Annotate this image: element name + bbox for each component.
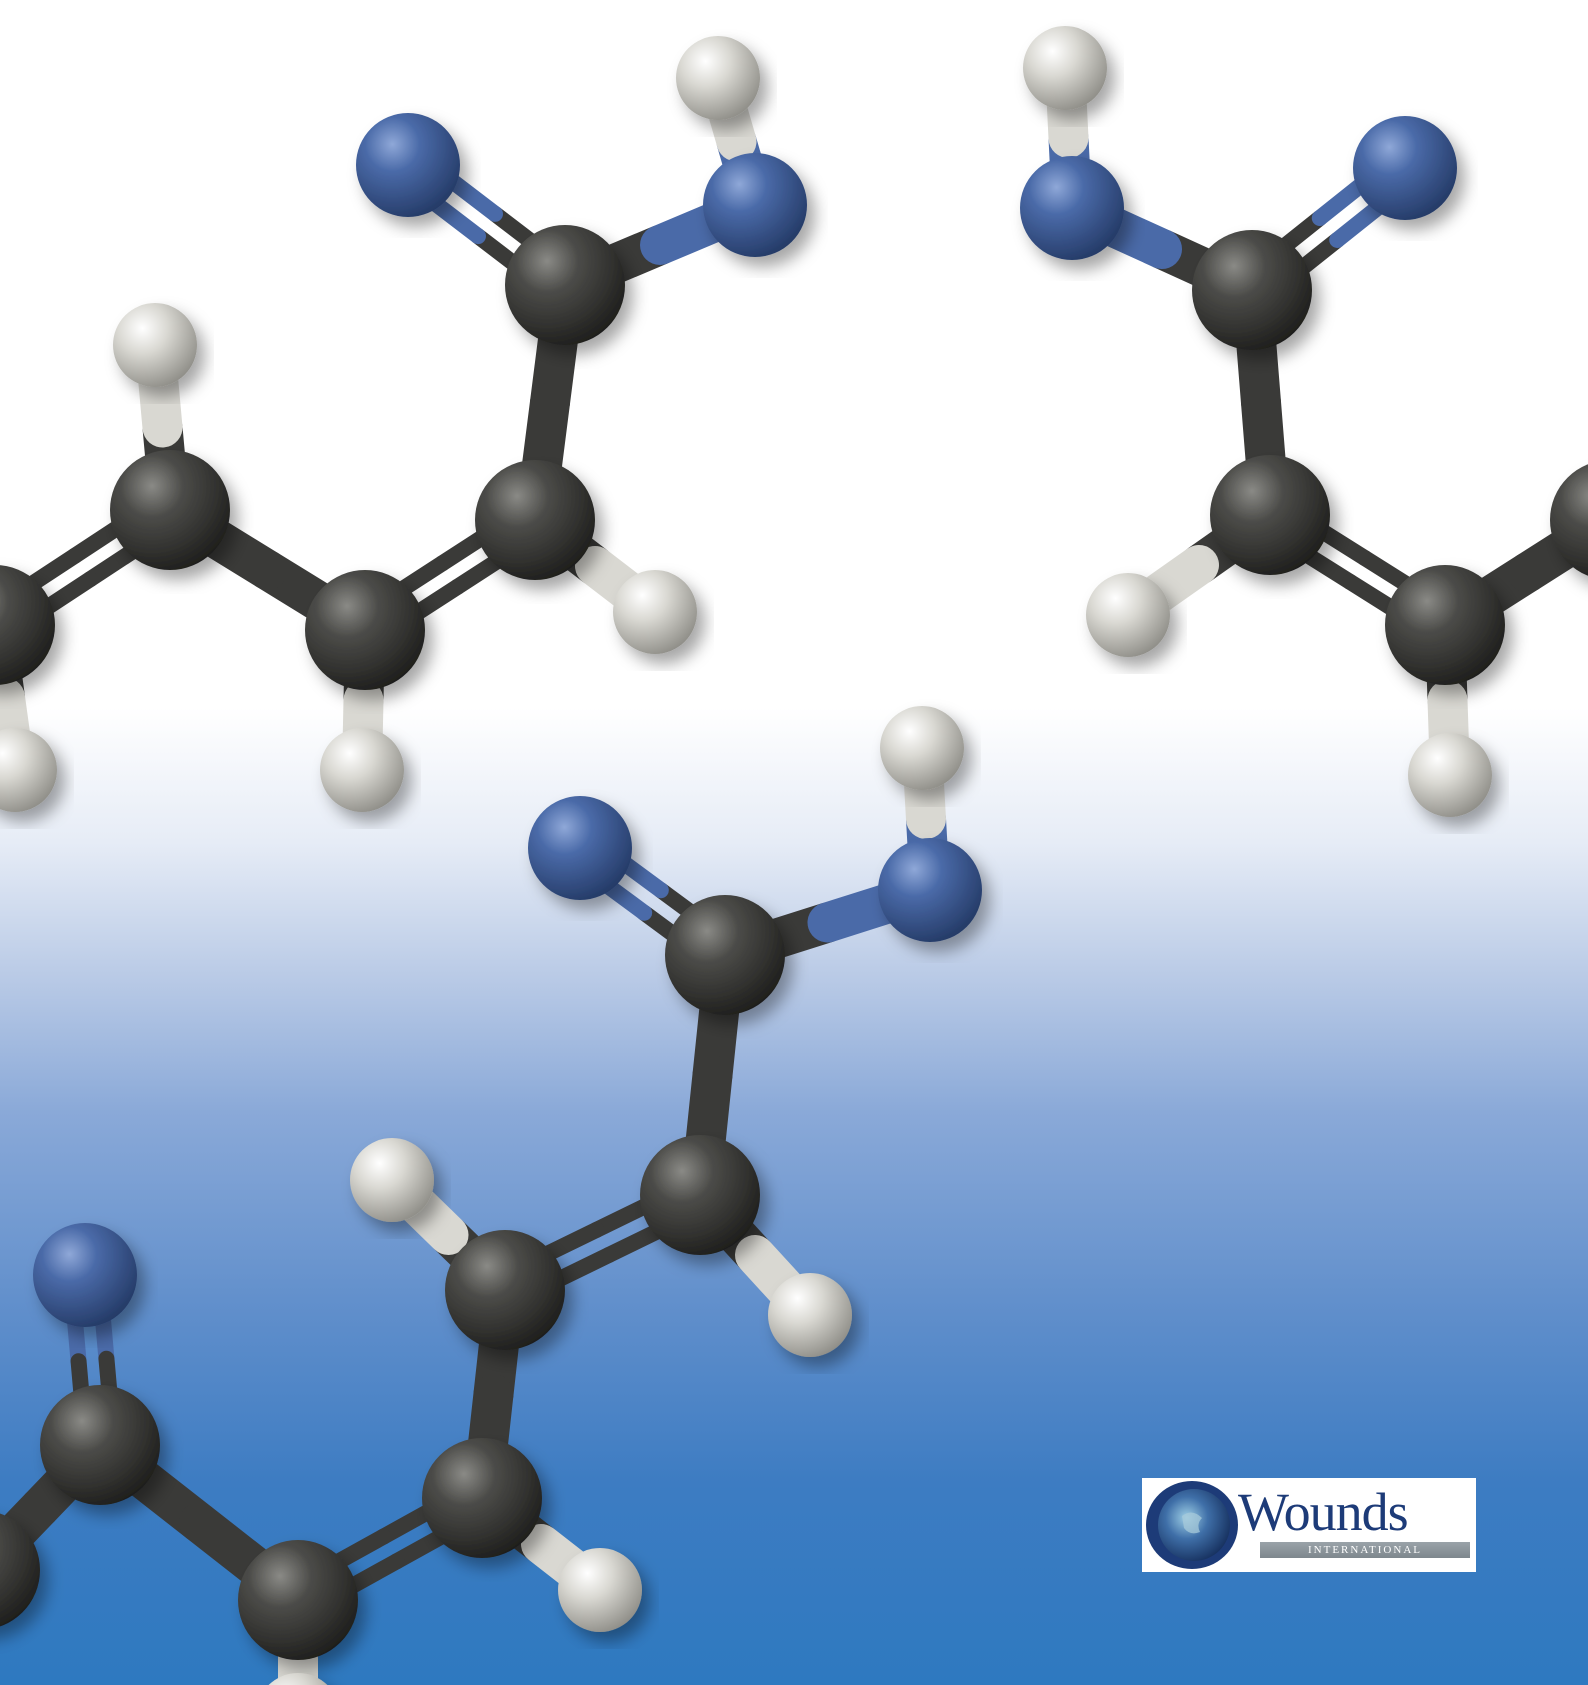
logo-subtitle: INTERNATIONAL [1308, 1544, 1422, 1556]
logo-subtitle-bar: INTERNATIONAL [1260, 1542, 1470, 1558]
carbon-atom [0, 1513, 40, 1627]
nitrogen-atom [1353, 116, 1457, 220]
carbon-atom [445, 1230, 565, 1350]
carbon-atom [665, 895, 785, 1015]
hydrogen-atom [1086, 573, 1170, 657]
logo-wordmark: Wounds [1238, 1482, 1409, 1542]
carbon-atom [475, 460, 595, 580]
nitrogen-atom [1020, 156, 1124, 260]
globe-icon [1146, 1481, 1238, 1569]
nitrogen-atom [528, 796, 632, 900]
wounds-international-logo: Wounds INTERNATIONAL [1142, 1478, 1476, 1572]
carbon-atom [110, 450, 230, 570]
carbon-atom [238, 1540, 358, 1660]
nitrogen-atom [33, 1223, 137, 1327]
nitrogen-atom [356, 113, 460, 217]
carbon-atom [1550, 464, 1588, 576]
hydrogen-atom [558, 1548, 642, 1632]
hydrogen-atom [350, 1138, 434, 1222]
carbon-atom [40, 1385, 160, 1505]
hydrogen-atom [268, 1673, 328, 1685]
atom-group [0, 26, 1588, 1685]
hydrogen-atom [768, 1273, 852, 1357]
carbon-atom [1385, 565, 1505, 685]
hydrogen-atom [320, 728, 404, 812]
carbon-atom [505, 225, 625, 345]
hydrogen-atom [1023, 26, 1107, 110]
hydrogen-atom [113, 303, 197, 387]
nitrogen-atom [703, 153, 807, 257]
carbon-atom [422, 1438, 542, 1558]
hydrogen-atom [1408, 733, 1492, 817]
carbon-atom [1192, 230, 1312, 350]
hydrogen-atom [880, 706, 964, 790]
hydrogen-atom [0, 728, 57, 812]
hydrogen-atom [676, 36, 760, 120]
nitrogen-atom [878, 838, 982, 942]
bond-group [0, 48, 1588, 1685]
carbon-atom [1210, 455, 1330, 575]
carbon-atom [640, 1135, 760, 1255]
hydrogen-atom [613, 570, 697, 654]
carbon-atom [305, 570, 425, 690]
carbon-atom [0, 565, 55, 685]
